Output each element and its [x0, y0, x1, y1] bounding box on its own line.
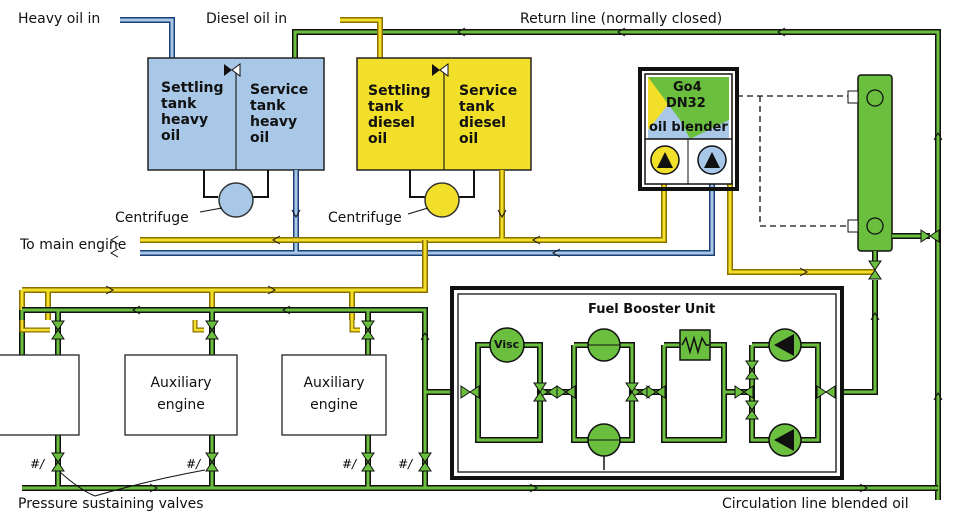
- diesel-oil-in-label: Diesel oil in: [206, 11, 288, 27]
- visc-label: Visc: [494, 338, 520, 351]
- centrifuge-label-1: Centrifuge: [115, 210, 189, 226]
- heavy-oil-supply-line: [140, 170, 715, 256]
- signal-lines: [737, 95, 848, 227]
- return-line-text: Return line: [520, 11, 597, 27]
- svg-text:#/: #/: [30, 457, 46, 471]
- heavy-oil-in-line: [120, 17, 175, 58]
- blender-size-label: DN32: [666, 96, 706, 111]
- pressure-sustaining-valves-label: Pressure sustaining valves: [18, 496, 204, 512]
- diesel-to-aux-line: [19, 240, 428, 320]
- fuel-booster-unit-label: Fuel Booster Unit: [588, 302, 716, 317]
- settling-tank-heavy-label: Settling tank heavy oil: [161, 80, 224, 144]
- diesel-tank-valve-icon: [432, 63, 449, 77]
- oil-blender: [638, 67, 739, 191]
- aux-engine-label-1: Auxiliary engine: [150, 375, 212, 413]
- flowmeter-column: [847, 74, 893, 252]
- blender-return-line: [727, 180, 875, 275]
- heavy-centrifuge-icon: [199, 170, 269, 218]
- heater-icon: [679, 329, 711, 361]
- return-line-label: Return line (normally closed): [520, 11, 722, 27]
- aux-engine-box-2: [281, 354, 387, 436]
- blender-model-label: Go4: [673, 80, 702, 95]
- engine-box-partial: [0, 354, 80, 436]
- return-line: [292, 29, 941, 500]
- diesel-oil-in-line: [340, 17, 383, 58]
- to-main-engine-label: To main engine: [20, 237, 127, 253]
- aux-engine-box-1: [124, 354, 238, 436]
- svg-text:#/: #/: [398, 457, 414, 471]
- svg-text:#/: #/: [342, 457, 358, 471]
- pressure-valve-markers: #/ #/ #/ #/: [30, 457, 414, 497]
- service-tank-diesel-label: Service tank diesel oil: [459, 83, 518, 147]
- booster-pump-top-icon: [768, 328, 802, 362]
- return-line-note: (normally closed): [600, 11, 723, 27]
- heavy-oil-in-label: Heavy oil in: [18, 11, 101, 27]
- viscosimeter-icon: [489, 327, 525, 363]
- centrifuge-label-2: Centrifuge: [328, 210, 402, 226]
- flow-direction-arrows: [105, 27, 943, 493]
- booster-pump-bottom-icon: [768, 423, 802, 457]
- diesel-centrifuge-icon: [407, 170, 475, 218]
- filter-bottom-icon: [587, 423, 621, 457]
- heavy-tank-valve-icon: [224, 63, 241, 77]
- diesel-oil-supply-line: [140, 170, 667, 243]
- aux-engine-label-2: Auxiliary engine: [303, 375, 365, 413]
- circulation-line-label: Circulation line blended oil: [722, 496, 909, 512]
- diesel-feed-arrows: [19, 320, 360, 333]
- service-tank-heavy-label: Service tank heavy oil: [250, 82, 309, 146]
- filter-top-icon: [587, 328, 621, 362]
- settling-tank-diesel-label: Settling tank diesel oil: [368, 83, 431, 147]
- blender-name-label: oil blender: [649, 120, 728, 135]
- svg-text:#/: #/: [186, 457, 202, 471]
